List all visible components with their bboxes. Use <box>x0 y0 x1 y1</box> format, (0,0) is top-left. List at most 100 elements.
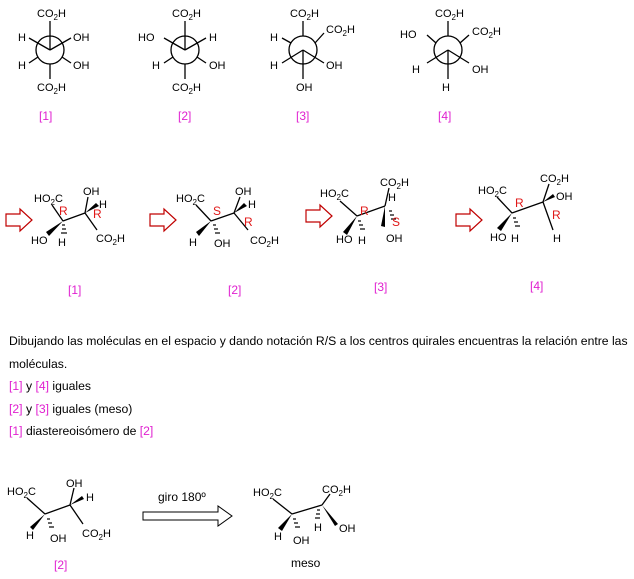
wedge-structure-2: HO2C H OH OH H CO2H S R <box>149 186 279 250</box>
svg-text:H: H <box>26 530 34 542</box>
svg-text:H: H <box>248 199 256 211</box>
svg-text:H: H <box>189 237 197 249</box>
svg-text:CO2H: CO2H <box>472 26 501 40</box>
svg-text:OH: OH <box>66 478 83 490</box>
svg-text:CO2H: CO2H <box>37 82 66 96</box>
newman-projection-4: CO2H HO CO2H H OH H <box>400 8 501 94</box>
svg-text:H: H <box>358 235 366 247</box>
svg-text:H: H <box>152 60 160 72</box>
svg-text:CO2H: CO2H <box>322 484 351 498</box>
newman-projection-2: CO2H HO H H OH CO2H <box>138 8 226 96</box>
wedge-label-1: [1] <box>68 283 81 297</box>
stereo-s-2: S <box>213 204 221 218</box>
svg-text:CO2H: CO2H <box>82 528 111 542</box>
svg-text:HO2C: HO2C <box>320 188 349 202</box>
svg-text:CO2H: CO2H <box>172 82 201 96</box>
stereo-r-4a: R <box>515 196 524 210</box>
newman-projection-1: CO2H H OH H OH CO2H <box>18 8 90 96</box>
svg-text:CO2H: CO2H <box>380 177 409 191</box>
svg-text:CO2H: CO2H <box>435 8 464 22</box>
svg-text:CO2H: CO2H <box>96 233 125 247</box>
svg-text:H: H <box>274 531 282 543</box>
explanation-paragraph: Dibujando las moléculas en el espacio y … <box>9 334 628 371</box>
svg-text:H: H <box>99 199 107 211</box>
svg-text:CO2H: CO2H <box>326 24 355 38</box>
wedge-label-3: [3] <box>374 280 387 294</box>
svg-text:CO2H: CO2H <box>540 173 569 187</box>
svg-text:H: H <box>209 32 217 44</box>
svg-text:HO: HO <box>31 235 48 247</box>
svg-text:OH: OH <box>339 523 356 535</box>
stereo-r-3: R <box>360 204 369 218</box>
svg-text:OH: OH <box>73 60 90 72</box>
svg-text:H: H <box>412 64 420 76</box>
svg-text:OH: OH <box>293 535 310 547</box>
bottom-structure-2: HO2C OH H H OH CO2H <box>7 478 111 545</box>
svg-text:H: H <box>270 32 278 44</box>
red-arrow-icon <box>455 207 483 233</box>
relation-line-3: [1] diastereoisómero de [2] <box>9 424 154 438</box>
svg-text:OH: OH <box>214 238 231 250</box>
newman-label-1: [1] <box>39 109 52 123</box>
newman-label-4: [4] <box>438 109 451 123</box>
svg-text:OH: OH <box>296 82 313 94</box>
explanation-text: Dibujando las moléculas en el espacio y … <box>9 330 629 443</box>
newman-label-2: [2] <box>178 109 191 123</box>
svg-text:H: H <box>553 233 561 245</box>
svg-text:OH: OH <box>83 186 100 198</box>
rotation-arrow-icon <box>142 505 233 527</box>
svg-text:CO2H: CO2H <box>37 8 66 22</box>
svg-text:HO2C: HO2C <box>478 185 507 199</box>
relation-line-1: [1] y [4] iguales <box>9 379 92 393</box>
newman-projection-3: CO2H H CO2H H OH OH <box>270 8 355 94</box>
red-arrow-icon <box>305 203 333 229</box>
svg-text:H: H <box>511 233 519 245</box>
stereo-s-3: S <box>392 215 400 229</box>
bottom-label-2: [2] <box>54 558 67 572</box>
svg-text:HO: HO <box>336 234 353 246</box>
stereo-r-4b: R <box>552 208 561 222</box>
svg-text:OH: OH <box>209 60 226 72</box>
svg-text:H: H <box>86 492 94 504</box>
wedge-structure-1: HO2C HO H OH H CO2H R R <box>5 186 125 249</box>
wedge-structure-3: HO2C CO2H H HO H OH R S <box>305 177 409 247</box>
wedge-label-2: [2] <box>228 283 241 297</box>
svg-text:OH: OH <box>50 533 67 545</box>
svg-text:H: H <box>58 237 66 249</box>
svg-text:OH: OH <box>326 60 343 72</box>
red-arrow-icon <box>149 207 177 233</box>
rotation-caption: giro 180º <box>158 490 206 504</box>
svg-text:HO2C: HO2C <box>34 193 63 207</box>
stereo-r-1b: R <box>93 207 102 221</box>
svg-text:OH: OH <box>386 233 403 245</box>
svg-text:H: H <box>314 522 322 534</box>
svg-text:H: H <box>18 60 26 72</box>
svg-text:OH: OH <box>235 186 252 198</box>
wedge-label-4: [4] <box>530 279 543 293</box>
red-arrow-icon <box>5 207 33 233</box>
svg-text:HO: HO <box>400 29 417 41</box>
relation-line-2: [2] y [3] iguales (meso) <box>9 401 133 416</box>
svg-text:HO2C: HO2C <box>253 487 282 501</box>
svg-text:OH: OH <box>556 191 573 203</box>
meso-structure: HO2C CO2H H OH H OH <box>253 484 356 547</box>
svg-text:CO2H: CO2H <box>290 8 319 22</box>
svg-text:HO: HO <box>138 32 155 44</box>
meso-label: meso <box>291 556 321 570</box>
svg-text:H: H <box>442 82 450 94</box>
svg-text:OH: OH <box>472 64 489 76</box>
stereo-r-2: R <box>244 215 253 229</box>
svg-text:H: H <box>388 192 396 204</box>
svg-text:OH: OH <box>73 32 90 44</box>
svg-text:CO2H: CO2H <box>250 235 279 249</box>
svg-text:H: H <box>18 32 26 44</box>
svg-text:H: H <box>270 60 278 72</box>
svg-text:HO: HO <box>490 232 507 244</box>
svg-text:HO2C: HO2C <box>176 193 205 207</box>
svg-text:CO2H: CO2H <box>172 8 201 22</box>
newman-label-3: [3] <box>296 109 309 123</box>
stereo-r-1a: R <box>59 204 68 218</box>
svg-text:HO2C: HO2C <box>7 486 36 500</box>
wedge-structure-4: HO2C CO2H OH HO H H R R <box>455 173 573 245</box>
